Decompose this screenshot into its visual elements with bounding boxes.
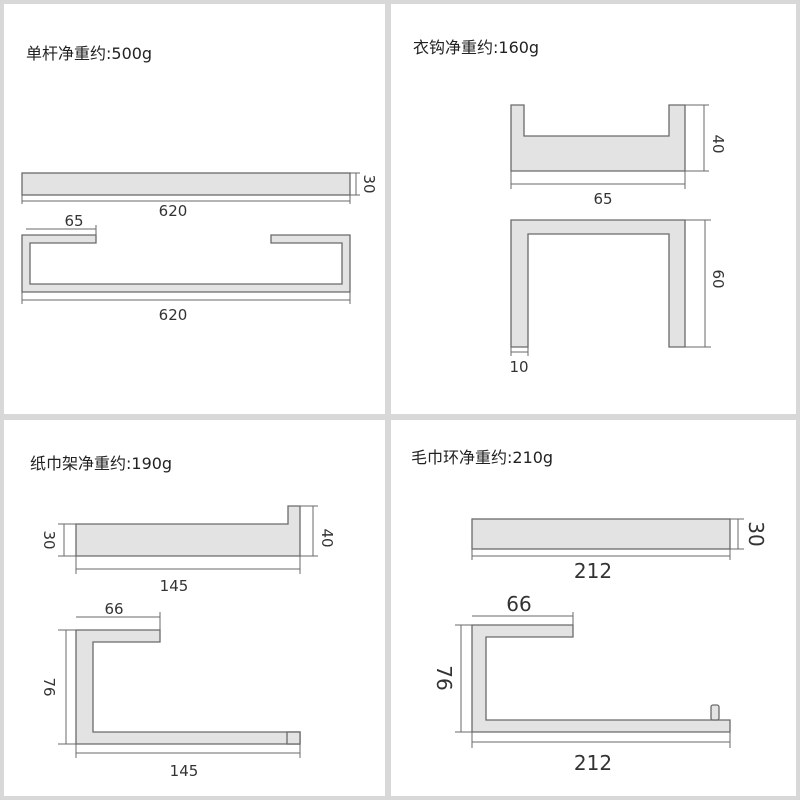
towel-ring-drawing: 30 212 66 76 212	[432, 518, 768, 775]
panel-paper-holder: 纸巾架净重约:190g 30 40 145 66	[4, 420, 385, 796]
panel-coat-hook: 衣钩净重约:160g 40 65 60 10	[391, 4, 796, 414]
dim-label-length-top: 620	[159, 202, 188, 220]
paper-holder-drawing: 30 40 145 66 76	[40, 505, 336, 780]
paper-side-view	[75, 629, 301, 745]
panel-title: 衣钩净重约:160g	[413, 38, 540, 57]
dim-label-depth: 76	[432, 665, 456, 690]
dim-label-height-right: 40	[318, 528, 336, 547]
paper-front-view	[75, 505, 301, 557]
dim-label-height: 30	[744, 521, 768, 546]
ring-end-post	[710, 704, 720, 721]
coat-hook-drawing: 40 65 60 10	[509, 104, 727, 376]
dim-label-height: 40	[709, 134, 727, 153]
panel-title: 毛巾环净重约:210g	[411, 448, 554, 467]
ring-side-view	[471, 624, 731, 733]
bar-top-view	[21, 234, 351, 293]
dim-label-height-left: 30	[40, 530, 58, 549]
dim-label-length-bottom: 620	[159, 306, 188, 324]
dim-label-thickness: 10	[509, 358, 528, 376]
dim-label-top-arm: 66	[104, 600, 123, 618]
single-bar-drawing: 30 620 65 620	[21, 172, 378, 324]
hook-side-view	[510, 219, 686, 348]
dim-label-length-top: 212	[574, 559, 612, 583]
hook-front-view	[510, 104, 686, 172]
dim-label-top-arm: 66	[506, 592, 531, 616]
dim-label-depth: 76	[40, 677, 58, 696]
dim-label-width: 65	[593, 190, 612, 208]
dim-label-height: 30	[360, 174, 378, 193]
dim-label-length-top: 145	[160, 577, 189, 595]
panel-towel-ring: 毛巾环净重约:210g 30 212 66 76	[391, 420, 796, 796]
dim-label-length-bottom: 145	[170, 762, 199, 780]
paper-end-stop	[286, 731, 301, 745]
panel-title: 纸巾架净重约:190g	[30, 454, 173, 473]
dim-label-hook: 65	[64, 212, 83, 230]
panel-single-bar: 单杆净重约:500g 30 620 65 620	[4, 4, 385, 414]
dim-label-depth: 60	[709, 269, 727, 288]
ring-front-view	[471, 518, 731, 550]
dim-label-length-bottom: 212	[574, 751, 612, 775]
panel-title: 单杆净重约:500g	[26, 44, 153, 63]
bar-front-view	[21, 172, 351, 196]
